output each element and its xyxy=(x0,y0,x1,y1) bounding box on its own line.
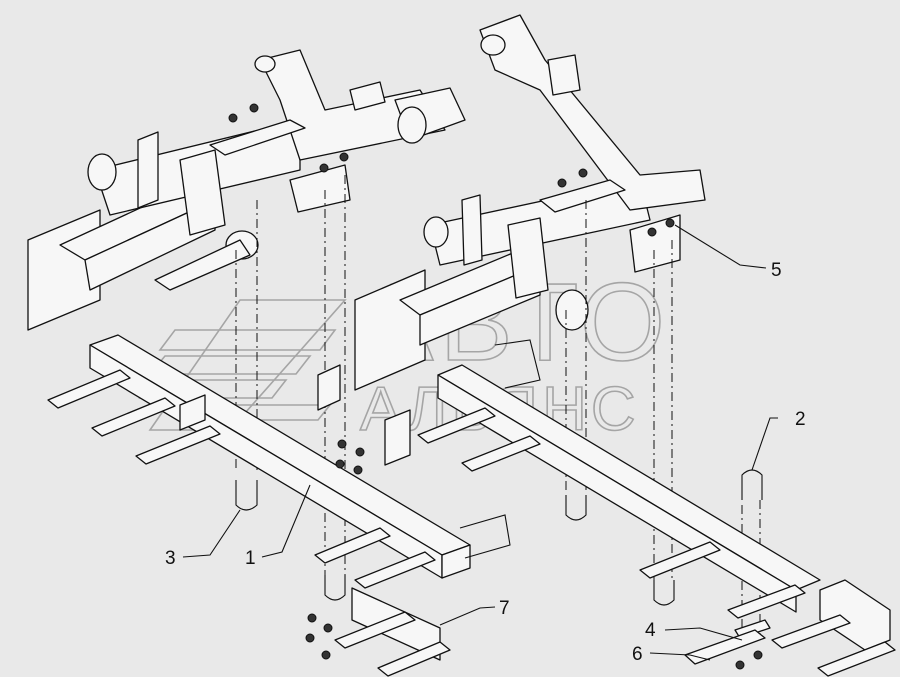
right-top-plate-1 xyxy=(539,179,626,213)
leader-1 xyxy=(261,484,311,558)
callout-7: 7 xyxy=(499,598,510,619)
left-tube-end xyxy=(87,153,117,191)
right-frame-assembly xyxy=(354,14,761,640)
left-main-tube-side xyxy=(84,199,216,291)
left-ubolt-on-beam xyxy=(459,514,511,559)
right-clamp xyxy=(547,54,581,96)
left-arm-eye xyxy=(254,55,276,73)
right-tine-2 xyxy=(461,435,541,472)
bracket-7-bolt-3 xyxy=(305,633,315,643)
left-top-plate-1 xyxy=(209,119,306,156)
left-roller-end xyxy=(397,106,427,144)
left-beam-socket xyxy=(179,394,206,431)
leader-lines xyxy=(182,224,778,661)
plate-part-6 xyxy=(684,629,766,665)
right-arm-eye xyxy=(480,34,506,56)
bracket-7-tine-1 xyxy=(334,611,416,649)
callout-6: 6 xyxy=(632,644,643,665)
callout-3: 3 xyxy=(165,548,176,569)
left-bolt-4 xyxy=(353,465,363,475)
left-toolbar-beam xyxy=(47,334,511,589)
left-tine-2 xyxy=(91,397,176,437)
left-nut-1 xyxy=(228,113,238,123)
u-bolt-right-lower xyxy=(653,580,675,606)
bracket-7-bolt-4 xyxy=(321,650,331,660)
left-tine-4 xyxy=(314,527,391,564)
left-beam-end xyxy=(441,544,471,579)
right-tine-5 xyxy=(771,614,851,649)
right-tine-3 xyxy=(639,541,721,579)
right-tine-6 xyxy=(817,641,896,677)
right-link-arm xyxy=(479,14,706,211)
leader-6 xyxy=(649,652,711,661)
right-toolbar-beam xyxy=(417,339,896,677)
left-bolt-3 xyxy=(335,459,345,469)
left-nut-4 xyxy=(339,152,349,162)
leader-3 xyxy=(182,509,241,558)
right-top-plate-2 xyxy=(629,214,681,273)
leader-4 xyxy=(664,627,743,641)
nut-part-4 xyxy=(735,660,745,670)
right-ubolt-on-beam xyxy=(494,339,541,389)
left-clamp xyxy=(349,81,386,111)
left-frame-assembly xyxy=(27,49,466,580)
nut-part-4b xyxy=(753,650,763,660)
right-main-tube-side xyxy=(419,264,541,346)
left-bracket-upper xyxy=(317,364,341,411)
right-tine-1 xyxy=(417,407,496,444)
right-bracket-1 xyxy=(461,194,483,266)
u-bolt-left-lower xyxy=(324,575,346,601)
u-bolt-part-3 xyxy=(235,480,258,511)
leader-5 xyxy=(674,224,767,269)
right-nut-4 xyxy=(665,218,675,228)
callout-5: 5 xyxy=(771,260,782,281)
u-bolt-part-2 xyxy=(741,469,763,500)
left-tine-1 xyxy=(47,369,131,409)
left-bracket-plate xyxy=(384,409,411,466)
left-bracket-1 xyxy=(137,131,159,209)
right-tine-4 xyxy=(727,584,806,619)
bracket-7-bolt-1 xyxy=(307,613,317,623)
clamp-plate-parts-4-6 xyxy=(684,619,771,670)
bracket-7-tine-2 xyxy=(377,641,451,677)
right-hub xyxy=(555,289,589,331)
right-nut-1 xyxy=(557,178,567,188)
left-tine-3 xyxy=(135,425,221,465)
leader-2 xyxy=(751,417,778,471)
left-bolt-1 xyxy=(337,439,347,449)
u-bolt-right-mid xyxy=(565,495,587,521)
left-nut-3 xyxy=(319,163,329,173)
left-tine-5 xyxy=(354,551,436,589)
callout-labels: 1 2 3 4 5 6 7 xyxy=(165,260,806,665)
right-bracket-2 xyxy=(507,217,549,299)
callout-4: 4 xyxy=(645,620,656,641)
bracket-part-7 xyxy=(305,587,451,677)
bracket-7-bolt-2 xyxy=(323,623,333,633)
right-tube-end xyxy=(423,216,449,248)
right-nut-2 xyxy=(578,168,588,178)
left-strut xyxy=(154,239,251,291)
leader-7 xyxy=(439,606,496,626)
left-bolt-2 xyxy=(355,447,365,457)
left-nut-2 xyxy=(249,103,259,113)
callout-1: 1 xyxy=(245,548,256,569)
right-beam-extension xyxy=(819,579,891,651)
right-nut-3 xyxy=(647,227,657,237)
left-top-plate-2 xyxy=(289,164,351,213)
left-bracket-2 xyxy=(179,149,226,236)
callout-2: 2 xyxy=(795,409,806,430)
